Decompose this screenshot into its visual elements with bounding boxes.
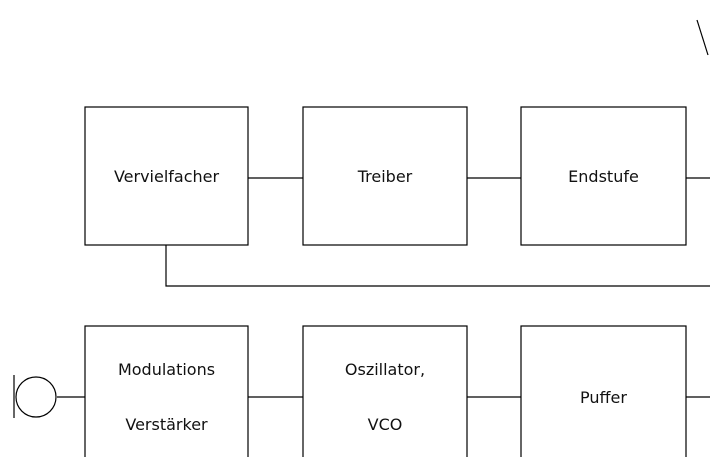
block-puffer: Puffer	[520, 325, 687, 457]
microphone-icon	[13, 375, 57, 418]
block-oszillator: Oszillator, VCO	[302, 325, 468, 457]
block-treiber-label: Treiber	[357, 167, 413, 186]
block-oszillator-line2: VCO	[368, 415, 403, 434]
block-puffer-label: Puffer	[580, 388, 627, 407]
block-treiber: Treiber	[302, 106, 468, 246]
block-modulationsverstaerker: Modulations Verstärker	[84, 325, 249, 457]
block-vervielfacher-label: Vervielfacher	[114, 167, 220, 186]
block-oszillator-line1: Oszillator,	[345, 360, 425, 379]
antenna-icon	[696, 19, 709, 56]
wire-vervielfacher-feed	[165, 245, 710, 287]
block-endstufe: Endstufe	[520, 106, 687, 246]
block-modulationsverstaerker-line1: Modulations	[118, 360, 215, 379]
block-vervielfacher: Vervielfacher	[84, 106, 249, 246]
block-modulationsverstaerker-line2: Verstärker	[125, 415, 208, 434]
block-endstufe-label: Endstufe	[568, 167, 639, 186]
